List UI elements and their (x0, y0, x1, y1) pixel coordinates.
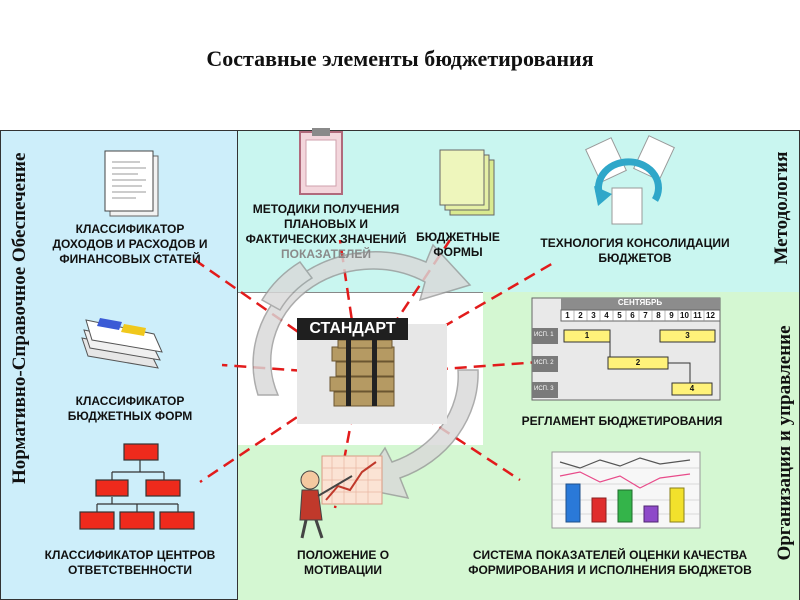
regulation-label: РЕГЛАМЕНТ БЮДЖЕТИРОВАНИЯ (500, 414, 744, 429)
consolidation-line-2: БЮДЖЕТОВ (598, 251, 672, 265)
clipboard-icon (299, 128, 343, 195)
gantt-day: 12 (706, 311, 715, 320)
gantt-day: 7 (643, 311, 648, 320)
gantt-day: 2 (578, 311, 583, 320)
book-stack-icon (297, 324, 447, 424)
gantt-day: 5 (617, 311, 622, 320)
methods-line-3: ФАКТИЧЕСКИХ ЗНАЧЕНИЙ (245, 232, 407, 246)
org-chart-icon (79, 443, 195, 530)
motivation-line-1: ПОЛОЖЕНИЕ О (296, 548, 390, 562)
gantt-row-label: ИСП. 3 (534, 386, 554, 392)
kpi-chart-icon (551, 451, 701, 529)
gantt-month-label: СЕНТЯБРЬ (617, 298, 663, 307)
kpi-system-line-2: ФОРМИРОВАНИЯ И ИСПОЛНЕНИЯ БЮДЖЕТОВ (468, 563, 752, 577)
income-classifier-line-2: ДОХОДОВ И РАСХОДОВ И (52, 237, 208, 251)
left-vertical-label: Нормативно-Справочное Обеспечение (9, 152, 30, 484)
motivation-line-2: МОТИВАЦИИ (303, 563, 383, 577)
kpi-system-label: СИСТЕМА ПОКАЗАТЕЛЕЙ ОЦЕНКИ КАЧЕСТВА ФОРМ… (444, 548, 776, 578)
cycle-arrow (252, 243, 479, 500)
gantt-row-label: ИСП. 2 (534, 360, 554, 366)
document-icon (104, 150, 159, 217)
form-classifier-line-1: КЛАССИФИКАТОР (75, 394, 185, 408)
gantt-chart (531, 297, 721, 401)
methods-line-4: ПОКАЗАТЕЛЕЙ (281, 247, 371, 261)
gantt-bar-label: 2 (635, 358, 641, 367)
methods-line-2: ПЛАНОВЫХ И (283, 217, 369, 231)
regulation-line-1: РЕГЛАМЕНТ БЮДЖЕТИРОВАНИЯ (521, 414, 723, 428)
budget-forms-line-2: ФОРМЫ (433, 245, 483, 259)
form-classifier-label: КЛАССИФИКАТОР БЮДЖЕТНЫХ ФОРМ (40, 394, 220, 424)
gantt-row-label: ИСП. 1 (534, 332, 554, 338)
budget-forms-label: БЮДЖЕТНЫЕ ФОРМЫ (412, 230, 504, 260)
gantt-bar-label: 1 (584, 331, 590, 340)
consolidation-label: ТЕХНОЛОГИЯ КОНСОЛИДАЦИИ БЮДЖЕТОВ (520, 236, 750, 266)
consolidation-cycle-icon (585, 135, 675, 225)
gantt-day: 9 (669, 311, 674, 320)
gantt-day: 11 (693, 311, 702, 320)
gantt-day: 3 (591, 311, 596, 320)
methods-label: МЕТОДИКИ ПОЛУЧЕНИЯ ПЛАНОВЫХ И ФАКТИЧЕСКИ… (232, 202, 420, 262)
consolidation-line-1: ТЕХНОЛОГИЯ КОНСОЛИДАЦИИ (540, 236, 730, 250)
gantt-day: 4 (604, 311, 609, 320)
page-title: Составные элементы бюджетирования (206, 46, 594, 71)
income-classifier-line-1: КЛАССИФИКАТОР (75, 222, 185, 236)
income-classifier-line-3: ФИНАНСОВЫХ СТАТЕЙ (59, 252, 201, 266)
organization-vertical-label: Организация и управление (774, 325, 795, 561)
responsibility-classifier-line-1: КЛАССИФИКАТОР ЦЕНТРОВ (44, 548, 216, 562)
forms-pages-icon (439, 149, 495, 216)
kpi-system-line-1: СИСТЕМА ПОКАЗАТЕЛЕЙ ОЦЕНКИ КАЧЕСТВА (472, 548, 748, 562)
methods-line-1: МЕТОДИКИ ПОЛУЧЕНИЯ (252, 202, 400, 216)
gantt-bar-label: 3 (685, 331, 690, 340)
income-classifier-label: КЛАССИФИКАТОР ДОХОДОВ И РАСХОДОВ И ФИНАН… (30, 222, 230, 267)
form-classifier-line-2: БЮДЖЕТНЫХ ФОРМ (67, 409, 193, 423)
motivation-figure-icon (299, 455, 383, 539)
responsibility-classifier-line-2: ОТВЕТСТВЕННОСТИ (67, 563, 193, 577)
responsibility-classifier-label: КЛАССИФИКАТОР ЦЕНТРОВ ОТВЕТСТВЕННОСТИ (30, 548, 230, 578)
standard-label: СТАНДАРТ (297, 318, 408, 340)
gantt-day: 8 (656, 311, 661, 320)
motivation-label: ПОЛОЖЕНИЕ О МОТИВАЦИИ (278, 548, 408, 578)
gantt-day: 1 (565, 311, 570, 320)
gantt-day: 10 (680, 311, 689, 320)
gantt-bar-label: 4 (689, 384, 695, 393)
gantt-day: 6 (630, 311, 635, 320)
budget-forms-line-1: БЮДЖЕТНЫЕ (416, 230, 500, 244)
methodology-vertical-label: Методология (771, 151, 792, 265)
forms-stack-icon (81, 318, 163, 369)
